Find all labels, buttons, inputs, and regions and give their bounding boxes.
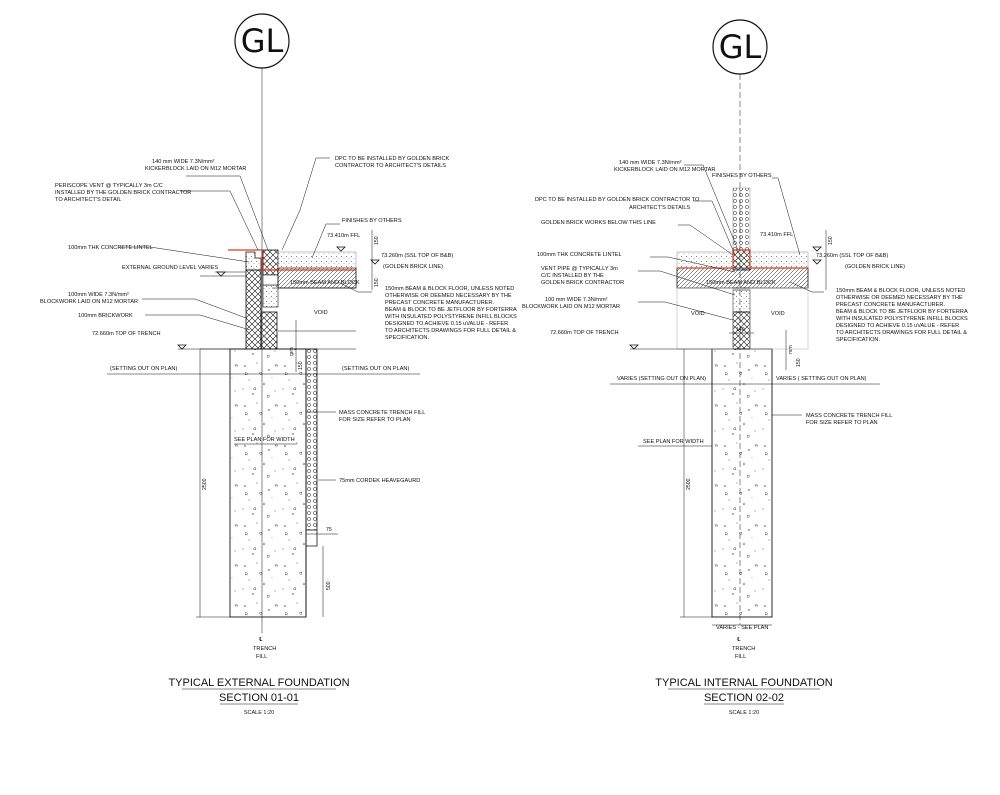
see-plan-label-left: SEE PLAN FOR WIDTH <box>234 437 295 443</box>
beam-block-label-right: 150mm BEAM AND BLOCK <box>706 280 776 286</box>
see-plan-label-right: SEE PLAN FOR WIDTH <box>643 439 704 445</box>
mass-concrete-label-right: MASS CONCRETE TRENCH FILL FOR SIZE REFER… <box>806 413 894 426</box>
void-left-label-right: VOID <box>691 311 705 317</box>
dim-150-a-left: 150 <box>374 236 380 245</box>
lintel-label-left: 100mm THK CONCRETE LINTEL <box>68 245 153 251</box>
scale-left: SCALE 1:20 <box>244 710 274 716</box>
trench-fill-label-left: TRENCH FILL <box>253 646 278 660</box>
section-right: SECTION 02-02 <box>704 692 784 704</box>
dim-140-right: 140 <box>736 327 745 333</box>
setting-out-right-a: VARIES (SETTING OUT ON PLAN) <box>617 376 706 382</box>
dpc-line-left <box>228 249 356 271</box>
left-section: GL 2500 5 <box>40 13 518 716</box>
setting-out-right-b: VARIES ( SETTING OUT ON PLAN) <box>776 376 867 382</box>
scale-right: SCALE 1:20 <box>729 710 759 716</box>
cl-symbol-left: ℄ <box>258 637 263 643</box>
kicker-label-left: 140 mm WIDE 7.3N/mm² KICKERBLOCK LAID ON… <box>145 159 246 172</box>
right-section: GL 2500 150 150 mm 140 <box>522 19 969 716</box>
brickwork-label-left: 100mm BRICKWORK <box>78 313 133 319</box>
finishes-label-right: FINISHES BY OTHERS <box>712 173 772 179</box>
lintel-label-right: 100mm THK CONCRETE LINTEL <box>537 252 622 258</box>
section-left: SECTION 01-01 <box>219 692 299 704</box>
ffl-label-left: 73.410m FFL <box>327 233 360 239</box>
kicker-label-right: 140 mm WIDE 7.3N/mm² KICKERBLOCK LAID ON… <box>614 160 715 173</box>
dim-2500-left: 2500 <box>202 478 208 490</box>
varies-see-plan-label: VARIES - SEE PLAN <box>716 625 768 631</box>
dim-2500-right: 2500 <box>686 478 692 490</box>
gl-label-left: GL <box>241 22 284 60</box>
ssl-label-right: 73.260m (SSL TOP OF B&B) (GOLDEN BRICK L… <box>816 253 905 270</box>
void-right-label-right: VOID <box>771 311 785 317</box>
periscope-label: PERISCOPE VENT @ TYPICALLY 3m C/C INSTAL… <box>55 183 193 203</box>
mass-concrete-label-left: MASS CONCRETE TRENCH FILL FOR SIZE REFER… <box>339 410 427 423</box>
ffl-label-right: 73.410m FFL <box>760 232 793 238</box>
ssl-label-left: 73.260m (SSL TOP OF B&B) (GOLDEN BRICK L… <box>381 253 455 270</box>
kickerblock <box>262 249 279 276</box>
dim-150-b-right: 150 <box>796 358 802 367</box>
floor-note-right: 150mm BEAM & BLOCK FLOOR, UNLESS NOTED O… <box>836 288 969 343</box>
works-below-label: GOLDEN BRICK WORKS BELOW THIS LINE <box>541 220 656 226</box>
kickerblock-right <box>732 249 751 271</box>
concrete-lintel <box>245 251 262 271</box>
brickwork-wall <box>245 269 262 350</box>
blockwork-wall <box>260 311 278 350</box>
title-right: TYPICAL INTERNAL FOUNDATION <box>655 677 833 689</box>
dpc-line-right <box>677 249 808 269</box>
cl-symbol-right: ℄ <box>736 637 741 643</box>
top-trench-label-left: 72.660m TOP OF TRENCH <box>92 331 161 337</box>
setting-out-left-a: (SETTING OUT ON PLAN) <box>110 366 177 372</box>
dim-75-left: 75 <box>326 527 332 533</box>
dim-500-left: 500 <box>326 581 332 590</box>
dpc-label-left: DPC TO BE INSTALLED BY GOLDEN BRICK CONT… <box>335 156 451 169</box>
gl-label-right: GL <box>719 28 762 66</box>
svg-text:mm: mm <box>788 345 794 354</box>
cordek-label: 75mm CORDEK HEAVEGAURD <box>339 478 420 484</box>
dim-150-a-right: 150 <box>828 236 834 245</box>
dim-150-c-left: 150 <box>298 361 304 370</box>
void-label-left: VOID <box>314 310 328 316</box>
setting-out-left-b: (SETTING OUT ON PLAN) <box>342 366 409 372</box>
dpc-label-right: DPC TO BE INSTALLED BY GOLDEN BRICK CONT… <box>535 197 701 211</box>
blockwork-label-right: 100 mm WIDE 7.3N/mm² BLOCKWORK LAID ON M… <box>522 297 620 310</box>
trench-fill-label-right: TRENCH FILL <box>732 646 757 660</box>
trench-fill-right <box>711 348 773 618</box>
ground-label: EXTERNAL GROUND LEVEL VARIES <box>122 265 218 271</box>
blockwork-label-left: 100mm WIDE 7.3N/mm² BLOCKWORK LAID ON M1… <box>40 292 138 305</box>
vent-label: VENT PIPE @ TYPICALLY 3m C/C INSTALLED B… <box>541 266 624 286</box>
dim-150-b-left: 150 <box>374 278 380 287</box>
floor-note-left: 150mm BEAM & BLOCK FLOOR, UNLESS NOTED O… <box>385 286 518 341</box>
title-left: TYPICAL EXTERNAL FOUNDATION <box>168 677 349 689</box>
finishes-label-left: FINISHES BY OTHERS <box>342 218 402 224</box>
cordek-heaveguard <box>305 348 318 531</box>
svg-text:mm: mm <box>289 347 295 356</box>
trench-fill-left <box>229 348 307 618</box>
beam-block-label-left: 150mm BEAM AND BLOCK <box>290 280 360 286</box>
top-trench-label-right: 72.660m TOP OF TRENCH <box>550 330 619 336</box>
